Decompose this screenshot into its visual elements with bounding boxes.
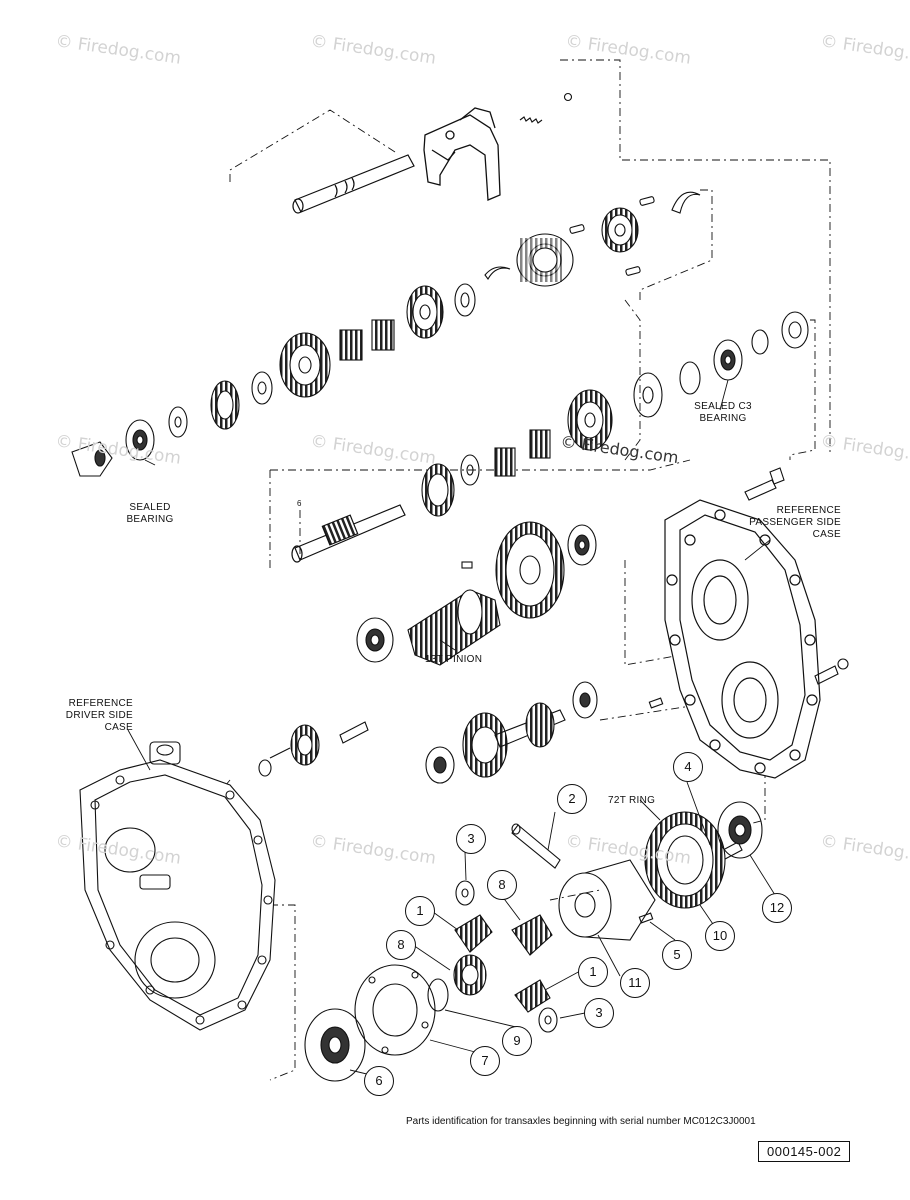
- sealed-bearing-left: [125, 419, 155, 461]
- label-small-6: 6: [297, 499, 302, 508]
- label-72t-ring: 72T RING: [608, 795, 656, 806]
- bearing-6: [304, 1008, 366, 1082]
- callout-8: 8: [487, 870, 517, 900]
- side-gear-8b: [453, 954, 487, 996]
- callout-12: 12: [762, 893, 792, 923]
- callout-11: 11: [620, 968, 650, 998]
- bearing-12: [717, 801, 763, 859]
- large-gear-upper: [279, 332, 331, 398]
- gear-upper-mid: [406, 285, 444, 339]
- thrust-washer-mid-right: [633, 372, 663, 418]
- callout-leaders: [127, 379, 776, 1081]
- label-13t-pinion: 13T PINION: [425, 654, 483, 665]
- washer-2: [168, 406, 188, 438]
- spider-gear-8a: [511, 914, 553, 956]
- snap-ring-right: [751, 311, 809, 355]
- thrust-washer-3a: [455, 880, 475, 906]
- callout-10: 10: [705, 921, 735, 951]
- output-shaft: [291, 504, 406, 563]
- differential-cover-7: [354, 964, 436, 1056]
- detent-spring-ball: [519, 92, 573, 124]
- seal-left: [71, 441, 113, 477]
- bearing-gear-right: [567, 524, 597, 566]
- dowel-pin: [648, 697, 664, 709]
- synchro-sleeve: [516, 233, 574, 287]
- callout-1: 1: [578, 957, 608, 987]
- washer-mid: [460, 454, 480, 486]
- thrust-washer-3b: [538, 1007, 558, 1033]
- callout-3: 3: [456, 824, 486, 854]
- callout-3: 3: [584, 998, 614, 1028]
- pin-5: [638, 912, 654, 924]
- document-number: 000145-002: [758, 1141, 851, 1162]
- thrust-washer-upper: [454, 283, 476, 317]
- small-gear-top: [601, 207, 639, 253]
- large-gear-mid: [567, 389, 613, 451]
- shim-9: [427, 978, 449, 1012]
- callout-1: 1: [405, 896, 435, 926]
- driver-small-gear: [258, 721, 369, 777]
- callout-7: 7: [470, 1046, 500, 1076]
- driver-case-bolt-bosses: [90, 775, 273, 1025]
- gear-small-left: [210, 380, 240, 430]
- gear-mid-left: [421, 463, 455, 517]
- cross-shaft-pin: [511, 823, 561, 869]
- idler-shaft-assembly: [425, 681, 598, 784]
- differential-case-11: [558, 859, 656, 941]
- shift-rod: [292, 154, 415, 214]
- washer-1: [251, 371, 273, 405]
- spider-gear-1b: [514, 979, 551, 1013]
- passenger-case: [664, 499, 821, 779]
- callout-8: 8: [386, 930, 416, 960]
- callout-9: 9: [502, 1026, 532, 1056]
- case-bolt-right: [814, 658, 849, 685]
- case-bolt-bosses: [666, 509, 818, 774]
- shift-fork: [423, 107, 501, 201]
- needle-bearings-upper: [339, 319, 395, 361]
- keys: [569, 196, 655, 276]
- side-gear-1a: [454, 914, 493, 953]
- figure-caption: Parts identification for transaxles begi…: [406, 1116, 756, 1127]
- callout-5: 5: [662, 940, 692, 970]
- case-bolt-top: [744, 467, 785, 501]
- clip-right: [671, 191, 701, 214]
- clip-left: [484, 266, 511, 280]
- callout-2: 2: [557, 784, 587, 814]
- needle-bearings-mid: [494, 429, 551, 477]
- ring-gear-10: [644, 811, 726, 909]
- bearing-pinion-left: [356, 617, 394, 663]
- pinion-gear: [407, 589, 501, 666]
- pinion-key: [461, 561, 473, 569]
- driver-case: [79, 741, 276, 1031]
- large-gear-driven: [495, 521, 565, 619]
- callout-4: 4: [673, 752, 703, 782]
- callout-6: 6: [364, 1066, 394, 1096]
- bearing-sealed-c3: [679, 339, 743, 395]
